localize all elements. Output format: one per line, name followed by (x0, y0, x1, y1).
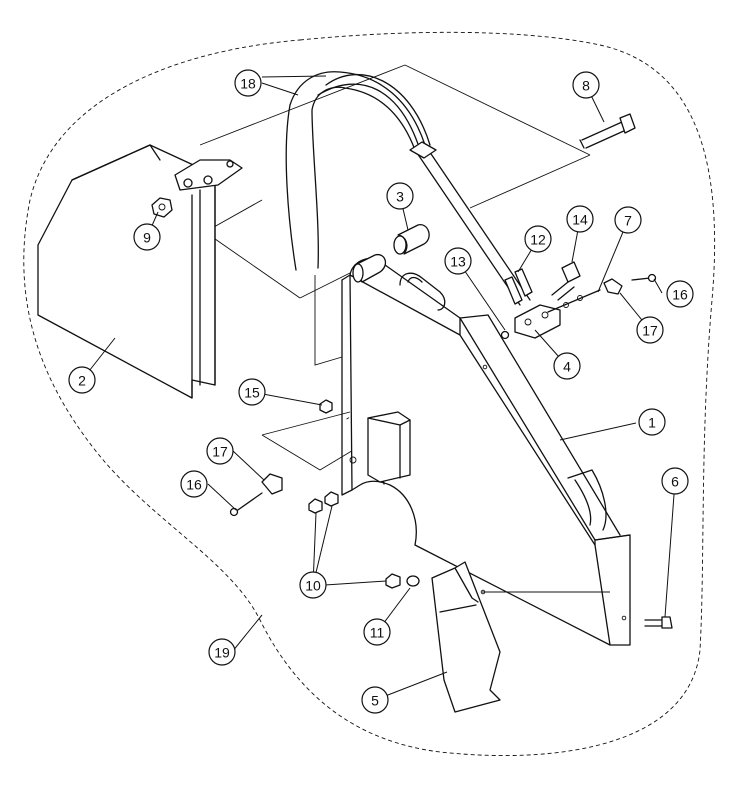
callout-number: 12 (530, 232, 546, 248)
bolt-part-8 (579, 113, 636, 149)
callout-circle (638, 408, 666, 436)
callout-circle (234, 69, 262, 97)
clip-part-17-lower (261, 473, 283, 495)
fittings-part-12 (504, 268, 533, 305)
main-shield-part-1 (341, 253, 631, 646)
callout-number: 16 (186, 477, 202, 493)
callout-circle (524, 225, 552, 253)
mounting-pad (367, 411, 411, 483)
spacer-part-3 (393, 224, 430, 255)
hose-part-18 (285, 71, 531, 306)
elbow-fitting-part-14 (551, 261, 581, 301)
callout-19: 19 (208, 638, 236, 666)
bracket-part-4 (514, 304, 561, 339)
callout-number: 5 (371, 693, 379, 709)
callout-circle (180, 470, 208, 498)
callout-8: 8 (572, 71, 600, 99)
callout-circle (238, 378, 266, 406)
callout-7: 7 (614, 206, 642, 234)
callout-10: 10 (299, 571, 327, 599)
callout-circle (636, 316, 664, 344)
callout-3: 3 (386, 182, 414, 210)
callout-number: 19 (214, 645, 230, 661)
callout-circle (361, 686, 389, 714)
callout-circle (661, 467, 689, 495)
screw-part-16-lower (229, 492, 263, 517)
callout-number: 14 (572, 212, 588, 228)
callout-13: 13 (444, 247, 472, 275)
callout-4: 4 (553, 352, 581, 380)
callout-15: 15 (238, 378, 266, 406)
callout-12: 12 (524, 225, 552, 253)
callout-number: 6 (671, 474, 679, 490)
callout-circle (68, 366, 96, 394)
callout-16: 16 (180, 470, 208, 498)
callout-circle (133, 223, 161, 251)
reference-plane-lines (199, 64, 591, 471)
callout-16: 16 (666, 280, 694, 308)
callout-circle (299, 571, 327, 599)
nut-part-9 (151, 197, 173, 218)
callout-number: 18 (240, 76, 256, 92)
callout-5: 5 (361, 686, 389, 714)
nut-part-15 (319, 399, 333, 414)
callout-number: 8 (582, 78, 590, 94)
callout-circle (566, 205, 594, 233)
callout-circle (363, 618, 391, 646)
callout-number: 16 (672, 287, 688, 303)
washer-part-11 (406, 575, 420, 587)
callout-9: 9 (133, 223, 161, 251)
callout-circle (206, 437, 234, 465)
callout-1: 1 (638, 408, 666, 436)
callout-18: 18 (234, 69, 262, 97)
callout-circle (553, 352, 581, 380)
callout-number: 13 (450, 254, 466, 270)
callout-circle (444, 247, 472, 275)
callout-14: 14 (566, 205, 594, 233)
callout-circle (208, 638, 236, 666)
callout-number: 1 (648, 415, 656, 431)
callout-11: 11 (363, 618, 391, 646)
callout-number: 9 (143, 230, 151, 246)
callout-6: 6 (661, 467, 689, 495)
callout-17: 17 (636, 316, 664, 344)
callout-circle (386, 182, 414, 210)
nuts-part-10 (308, 491, 401, 589)
pin-part-6 (644, 616, 673, 629)
callout-circle (572, 71, 600, 99)
callout-number: 11 (370, 625, 385, 641)
callout-number: 4 (563, 359, 571, 375)
callout-number: 2 (78, 373, 86, 389)
nut-part-13 (500, 330, 510, 340)
callout-number: 7 (624, 213, 632, 229)
callout-2: 2 (68, 366, 96, 394)
rod-part-7 (547, 289, 601, 313)
callout-number: 17 (642, 323, 658, 339)
side-panel-part-2 (37, 144, 243, 399)
callout-number: 3 (396, 189, 404, 205)
callout-17: 17 (206, 437, 234, 465)
callout-circle (666, 280, 694, 308)
callout-number: 10 (305, 578, 321, 594)
assembly-boundary-dashed (23, 31, 715, 756)
clip-part-17-upper (603, 278, 623, 295)
screw-part-16-upper (631, 273, 657, 283)
deflector-part-5 (431, 561, 501, 713)
callout-number: 17 (212, 444, 228, 460)
callout-circle (614, 206, 642, 234)
callout-number: 15 (244, 385, 260, 401)
